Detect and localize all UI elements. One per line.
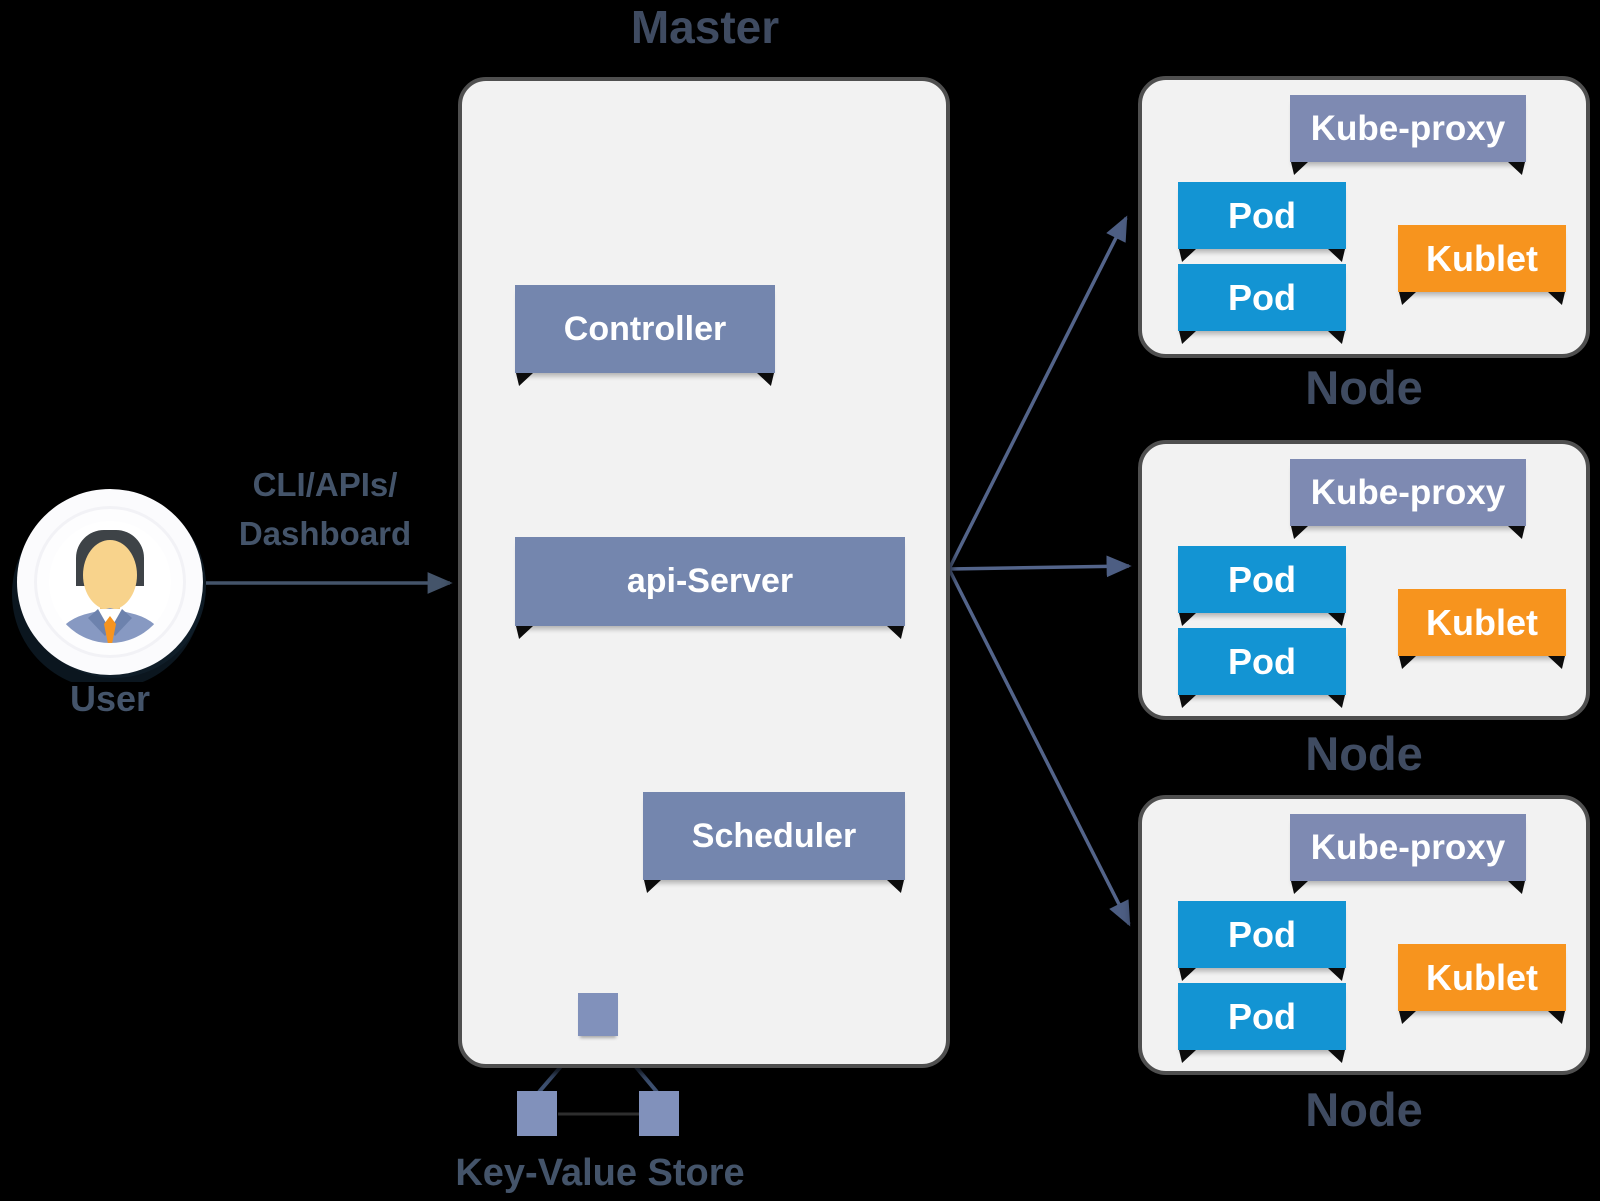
pod-box: Pod bbox=[1178, 264, 1346, 331]
kv-store-node-left bbox=[517, 1091, 557, 1136]
kublet-box: Kublet bbox=[1398, 589, 1566, 656]
kube-proxy-box: Kube-proxy bbox=[1290, 814, 1526, 881]
arrow-master-to-node-1 bbox=[947, 215, 1128, 570]
node-label-1: Node bbox=[1305, 361, 1423, 414]
kv-store-node-right bbox=[639, 1091, 679, 1136]
node-panel-2: Kube-proxy Pod Pod Kublet bbox=[1138, 440, 1590, 720]
master-title: Master bbox=[630, 1, 780, 53]
connector-label-line1: CLI/APIs/ bbox=[252, 466, 398, 503]
api-server-box: api-Server bbox=[515, 537, 905, 626]
node-label-2: Node bbox=[1305, 727, 1423, 780]
kublet-box: Kublet bbox=[1398, 944, 1566, 1011]
kv-store-node-top bbox=[578, 993, 618, 1036]
node-panel-1: Kube-proxy Pod Pod Kublet bbox=[1138, 76, 1590, 358]
node-panel-3: Kube-proxy Pod Pod Kublet bbox=[1138, 795, 1590, 1075]
kube-proxy-box: Kube-proxy bbox=[1290, 95, 1526, 162]
connector-label-line2: Dashboard bbox=[238, 515, 412, 552]
user-avatar bbox=[12, 489, 206, 682]
kublet-box: Kublet bbox=[1398, 225, 1566, 292]
pod-box: Pod bbox=[1178, 628, 1346, 695]
pod-box: Pod bbox=[1178, 901, 1346, 968]
arrow-master-to-node-2 bbox=[948, 555, 1132, 578]
pod-box: Pod bbox=[1178, 546, 1346, 613]
scheduler-box: Scheduler bbox=[643, 792, 905, 880]
key-value-store-label: Key-Value Store bbox=[455, 1152, 745, 1194]
controller-box: Controller bbox=[515, 285, 775, 373]
kube-proxy-box: Kube-proxy bbox=[1290, 459, 1526, 526]
arrow-master-to-node-3 bbox=[947, 568, 1131, 927]
node-label-3: Node bbox=[1305, 1083, 1423, 1136]
connector-label: CLI/APIs/ Dashboard bbox=[200, 460, 450, 558]
user-label: User bbox=[69, 678, 151, 719]
pod-box: Pod bbox=[1178, 983, 1346, 1050]
pod-box: Pod bbox=[1178, 182, 1346, 249]
